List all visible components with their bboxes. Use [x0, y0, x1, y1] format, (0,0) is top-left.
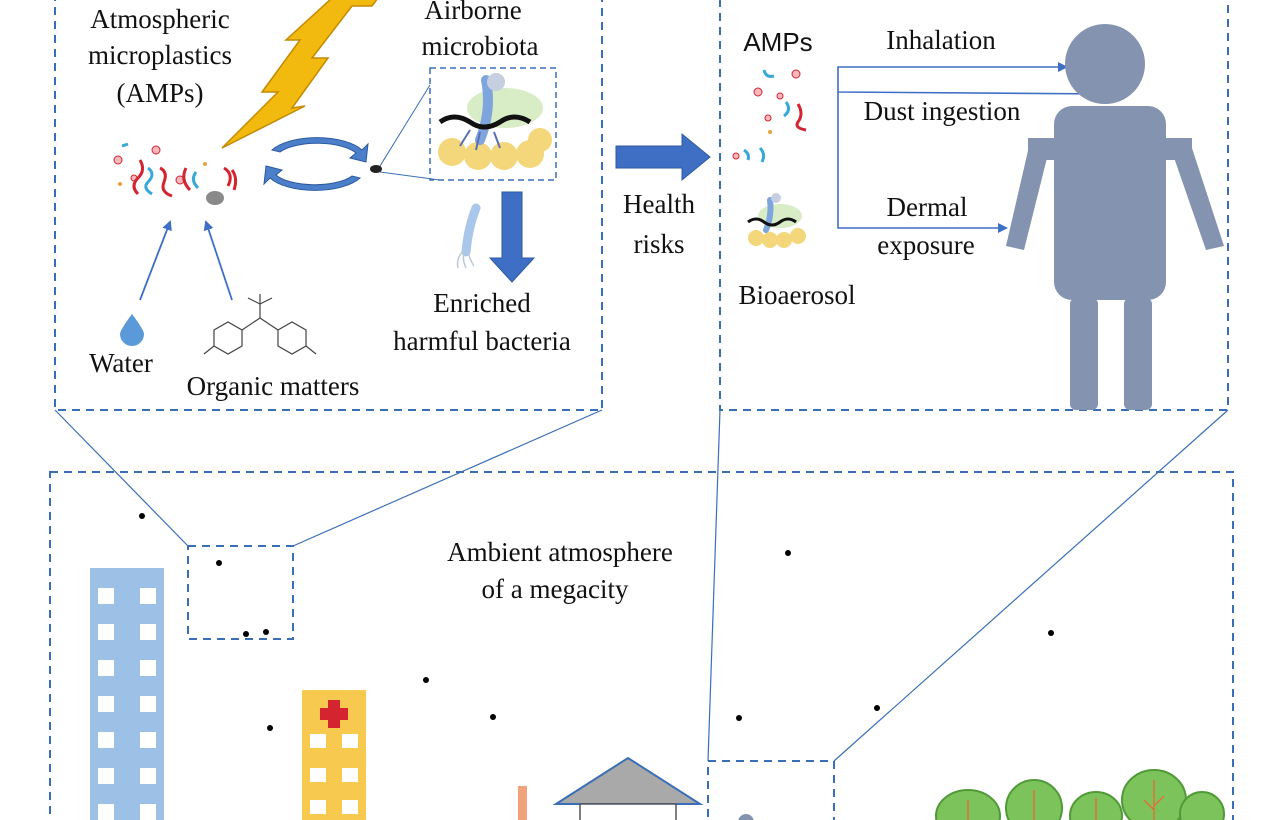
zoom-box-left: [187, 545, 294, 640]
microplastics-cluster-icon: [113, 142, 238, 205]
zoom-connector-lines: [54, 409, 1229, 762]
water-drop-icon: [120, 314, 144, 346]
ambient-title-line2: of a megacity: [481, 574, 629, 604]
health-risk-arrow: [615, 132, 711, 182]
zoom-lines-microbiota: [379, 84, 441, 181]
health-risks-line2: risks: [633, 229, 685, 259]
amps-title-line1: Atmospheric: [90, 4, 230, 34]
enriched-title-line1: Enriched: [433, 288, 531, 318]
office-building-icon: [90, 568, 164, 820]
dermal-label-line2: exposure: [877, 230, 975, 260]
water-label: Water: [89, 348, 153, 378]
organic-label: Organic matters: [186, 371, 360, 401]
left-zoom-panel: [54, 0, 603, 411]
lightning-bolt-icon: [221, 0, 378, 149]
amps-particles-icon: [732, 69, 807, 163]
bioaerosol-icon: [747, 193, 806, 248]
exposure-pathways: [837, 62, 1112, 233]
health-risks-line1: Health: [623, 189, 695, 219]
microbiota-icon: [438, 73, 552, 170]
dermal-label-line1: Dermal: [886, 192, 968, 222]
person-head-icon: [738, 814, 754, 820]
human-figure-icon: [1006, 24, 1224, 410]
particle-speck-icon: [370, 165, 382, 173]
inhalation-label: Inhalation: [886, 25, 996, 55]
chimney-icon: [518, 786, 527, 820]
amps-title-line3: (AMPs): [116, 78, 204, 108]
megacity-panel: [49, 471, 1234, 820]
ambient-title-line1: Ambient atmosphere: [447, 537, 673, 567]
microbiota-title-line1: Airborne: [424, 0, 522, 25]
airborne-particles: [139, 513, 1054, 731]
dust-ingestion-label: Dust ingestion: [863, 96, 1021, 126]
amps-title-line2: microplastics: [88, 40, 232, 70]
zoom-box-right: [707, 760, 835, 820]
hospital-building-icon: [302, 690, 366, 820]
cycle-arrows-icon: [263, 137, 369, 191]
bacterium-icon: [456, 203, 481, 269]
bioaerosol-label: Bioaerosol: [738, 280, 856, 310]
organic-molecule-icon: [203, 294, 317, 355]
microbiota-inset: [429, 67, 557, 181]
trees-icon: [935, 769, 1225, 820]
organic-arrow: [203, 220, 233, 301]
water-arrow: [139, 220, 172, 301]
right-zoom-panel: [719, 0, 1229, 411]
house-icon: [552, 756, 704, 820]
amps-right-label: AMPs: [743, 27, 813, 57]
enriched-title-line2: harmful bacteria: [393, 326, 571, 356]
microbiota-title-line2: microbiota: [421, 31, 539, 61]
enrichment-down-arrow: [488, 191, 536, 283]
